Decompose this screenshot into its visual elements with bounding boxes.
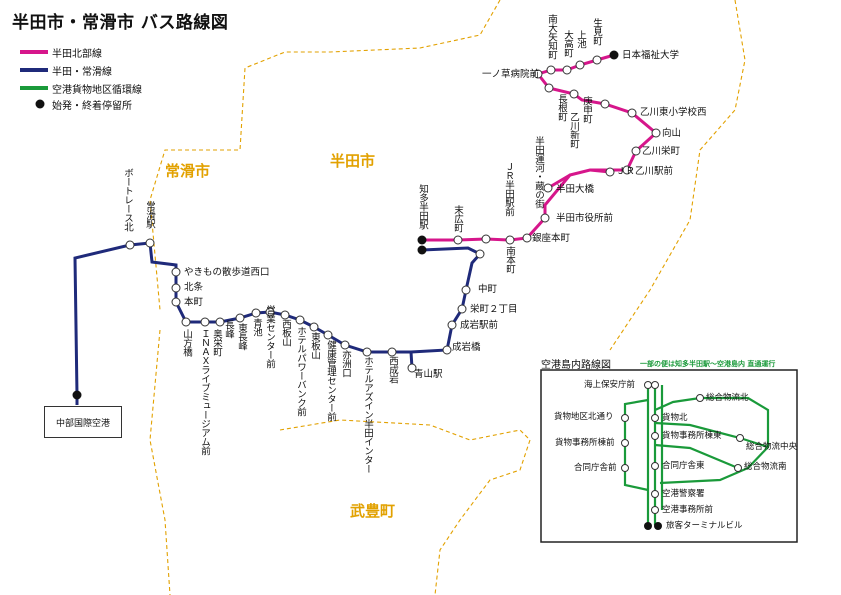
stop-label: ＪＲ乙川駅前 <box>616 166 674 177</box>
stop-label: 乙川東小学校西 <box>640 107 707 118</box>
stop-label: 銀座本町 <box>532 233 571 244</box>
stop-label: 東長峰 <box>236 323 247 350</box>
terminal-stops <box>72 50 619 400</box>
stop-label: 上池 <box>575 30 586 48</box>
stop-label: 長峰 <box>223 320 234 338</box>
inset-stop-label: 合同庁舎東 <box>662 461 705 471</box>
stop-label: 北条 <box>184 282 204 293</box>
inset-stop-label: 合同庁舎前 <box>574 463 617 473</box>
stop-label: 西成岩 <box>387 356 398 383</box>
inset-stop-label: 空港警察署 <box>662 489 705 499</box>
stop-label: 成岩橋 <box>452 342 481 353</box>
legend-handa-tokoname: 半田・常滑線 <box>52 66 112 78</box>
inset-stop-label: 貨物地区北通り <box>554 412 614 422</box>
inset-note: 一部の便は知多半田駅～空港島内 直通運行 <box>640 360 776 368</box>
stop-label: 亦洲口 <box>340 350 351 377</box>
stop-label: 成岩駅前 <box>460 320 499 331</box>
inset-stop-label: 貨物事務所棟前 <box>555 438 615 448</box>
inset-frame <box>540 369 798 543</box>
stop-label: 南本町 <box>504 246 515 273</box>
stop-label: 半田運河・蔵の街 <box>533 136 544 208</box>
stop-label: 末広町 <box>452 205 463 232</box>
inset-stop-label: 旅客ターミナルビル <box>666 521 743 531</box>
stops-handa-tokoname <box>125 238 485 373</box>
stop-label: 庚申町 <box>581 96 592 123</box>
stop-label: 半田大橋 <box>556 184 595 195</box>
legend-handa-kita: 半田北部線 <box>52 48 102 60</box>
city-taketoyo: 武豊町 <box>350 502 396 520</box>
inset-title: 空港島内路線図 <box>541 360 611 371</box>
stops-handa-kita <box>453 55 661 245</box>
stop-label: ＪＲ半田駅前 <box>503 162 514 216</box>
legend-terminal: 始発・終着停留所 <box>52 100 132 112</box>
stop-label: ＩＮＡＸライブミュージアム前 <box>199 329 210 455</box>
stop-label: 健康管理センター前 <box>325 340 336 421</box>
inset-stop-label: 総合物流南 <box>744 462 787 472</box>
stop-label: 生見町 <box>591 18 602 45</box>
line-handa-tokoname <box>73 241 483 405</box>
city-boundaries <box>149 0 746 595</box>
stop-label: 日本福祉大学 <box>622 50 680 61</box>
stop-label: やきもの散歩道西口 <box>184 267 270 278</box>
legend-cargo: 空港貨物地区循環線 <box>52 84 142 96</box>
inset-stop-label: 海上保安庁前 <box>584 380 636 390</box>
stop-label: 営業センター前 <box>264 305 275 368</box>
stop-label: 山方橋 <box>181 329 192 356</box>
chubu-airport-box: 中部国際空港 <box>44 406 122 438</box>
city-handa: 半田市 <box>330 152 376 170</box>
stop-label: 常滑駅 <box>144 201 155 228</box>
stop-label: ホテルパワーバンク前 <box>295 326 306 416</box>
inset-stops <box>621 381 744 514</box>
stop-label: ボートレース北 <box>122 168 133 231</box>
inset-stop-label: 総合物流北 <box>706 393 749 403</box>
stop-label: 乙川新町 <box>568 112 579 148</box>
stop-label: 南大矢知町 <box>546 14 557 59</box>
stop-label: 乙川栄町 <box>642 146 681 157</box>
map-title: 半田市・常滑市 バス路線図 <box>12 13 229 33</box>
stop-label: 栄町２丁目 <box>470 304 518 315</box>
stop-label: 本町 <box>184 297 204 308</box>
stop-label: 中町 <box>478 284 498 295</box>
inset-stop-label: 空港事務所前 <box>662 505 714 515</box>
inset-stop-label: 総合物流中央 <box>746 442 798 452</box>
inset-stop-label: 貨物事務所棟東 <box>662 431 722 441</box>
stop-label: 半田市役所前 <box>556 213 614 224</box>
stop-label: 知多半田駅 <box>417 184 428 229</box>
stop-label: 青山駅 <box>414 369 443 380</box>
inset-stop-label: 貨物北 <box>662 413 688 423</box>
stop-label: 西板山 <box>280 319 291 346</box>
stop-label: 奥栄町 <box>211 329 222 356</box>
stop-label: 大高町 <box>562 30 573 57</box>
stop-label: ホテルアズイン半田インター <box>362 356 373 473</box>
city-tokoname: 常滑市 <box>165 162 211 180</box>
stop-label: 東板山 <box>309 332 320 359</box>
stop-label: 青池 <box>251 318 262 336</box>
stop-label: 一ノ草病院前 <box>482 69 540 80</box>
stop-label: 向山 <box>662 128 682 139</box>
stop-label: 長根町 <box>556 94 567 121</box>
